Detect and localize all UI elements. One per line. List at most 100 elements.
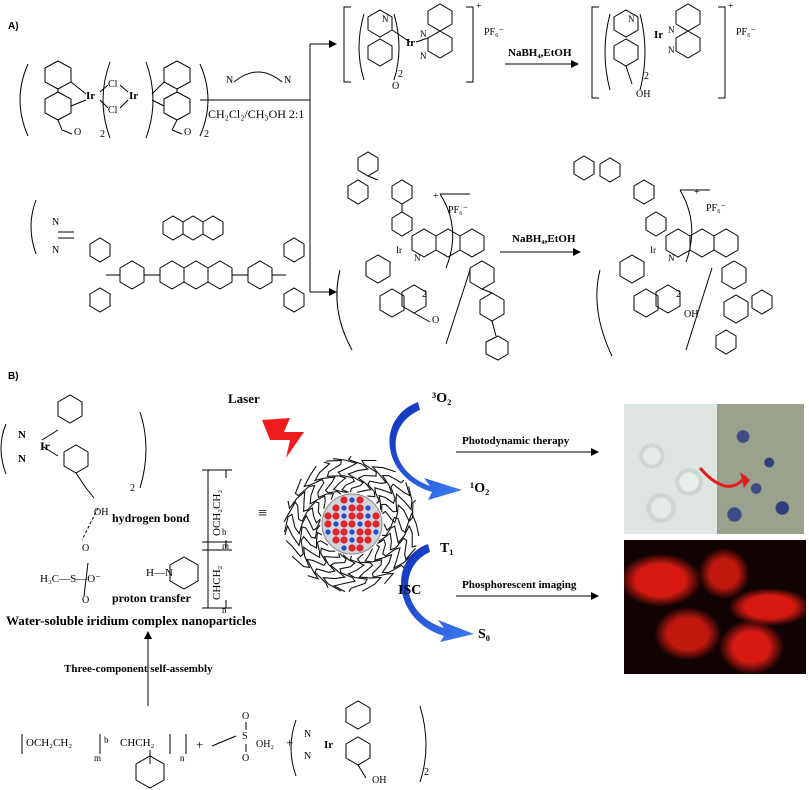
complex1-n1: N bbox=[382, 14, 389, 24]
core-atom-red bbox=[356, 504, 364, 512]
product2-ir: Ir bbox=[650, 245, 656, 255]
dimer-o2: O bbox=[184, 127, 192, 138]
product2-sub: 2 bbox=[676, 289, 681, 300]
polymer-chain bbox=[383, 511, 420, 537]
complex1-n3: N bbox=[420, 51, 427, 61]
proton-transfer-label: proton transfer bbox=[112, 591, 191, 605]
core-atom-red bbox=[356, 496, 364, 504]
core-atom-red bbox=[364, 520, 372, 528]
bottom-plus1: + bbox=[196, 737, 204, 752]
ligand-arc bbox=[233, 71, 283, 83]
laser-label: Laser bbox=[228, 391, 260, 406]
core-atom-blue bbox=[357, 521, 363, 527]
dimer-o1: O bbox=[74, 127, 82, 138]
core-atom-blue bbox=[365, 513, 371, 519]
t1-label: T₁ bbox=[440, 541, 454, 556]
equals-n2: N bbox=[52, 245, 60, 256]
dimer-sub2: 2 bbox=[204, 129, 209, 140]
isc-arrow-icon bbox=[401, 544, 474, 642]
product1-sub: 2 bbox=[644, 71, 649, 82]
core-atom-red bbox=[332, 536, 340, 544]
core-atom-red bbox=[332, 528, 340, 536]
polymer-vinyl-label: CHCH₂ bbox=[211, 565, 223, 600]
hydrogen-bond-line bbox=[81, 507, 99, 541]
core-atom-blue bbox=[365, 505, 371, 511]
core-atom-blue bbox=[349, 529, 355, 535]
core-atom-blue bbox=[373, 529, 379, 535]
laser-bolt-icon bbox=[262, 418, 304, 458]
o2-conversion-arrow-icon bbox=[389, 402, 462, 500]
bottom-oh: OH bbox=[372, 775, 387, 786]
polymer-chain bbox=[322, 553, 347, 592]
polymer-chain bbox=[332, 458, 358, 493]
pyridinium-ring bbox=[169, 556, 199, 590]
polymer-chain bbox=[347, 455, 370, 493]
pdt-label: Photodynamic therapy bbox=[462, 435, 570, 447]
complex2-anion: PF₆⁻ bbox=[448, 205, 468, 216]
phosphorescent-image bbox=[624, 540, 806, 674]
core-atom-red bbox=[340, 520, 348, 528]
complex1-o: O bbox=[392, 81, 400, 92]
nanoparticle-title: Water-soluble iridium complex nanopartic… bbox=[6, 613, 257, 628]
polymer-b-label: b bbox=[222, 527, 227, 537]
imaging-label: Phosphorescent imaging bbox=[462, 579, 577, 591]
polymer-chain bbox=[347, 555, 368, 593]
polymer-chain bbox=[356, 459, 377, 493]
core-atom-red bbox=[340, 536, 348, 544]
bottom-acid-s: S bbox=[242, 731, 248, 742]
bottom-acid-oh: OH₂ bbox=[256, 739, 274, 750]
complex1-n2: N bbox=[420, 29, 427, 39]
polymer-chain bbox=[306, 547, 336, 580]
equals-n1: N bbox=[52, 217, 60, 228]
core-atom-blue bbox=[333, 521, 339, 527]
pyridinium-label: H—N bbox=[146, 567, 173, 579]
core-atom-red bbox=[372, 512, 380, 520]
core-atom-blue bbox=[349, 497, 355, 503]
polymer-chain bbox=[374, 544, 405, 574]
acid-s-bonds bbox=[83, 562, 89, 597]
core-atom-red bbox=[348, 520, 356, 528]
polymer-chain bbox=[356, 553, 383, 592]
dimer-ir1: Ir bbox=[86, 90, 96, 102]
polymer-chain bbox=[377, 538, 414, 570]
core-atom-red bbox=[340, 496, 348, 504]
polymer-chain bbox=[381, 486, 413, 513]
core-atom-red bbox=[324, 512, 332, 520]
core-atom-red bbox=[356, 536, 364, 544]
complex1-anion: PF₆⁻ bbox=[484, 27, 504, 38]
reagent1-label: NaBH₄,EtOH bbox=[508, 47, 572, 59]
core-atom-blue bbox=[341, 513, 347, 519]
core-atom-red bbox=[332, 504, 340, 512]
b-complex-n2: N bbox=[18, 453, 26, 465]
core-atom-red bbox=[356, 528, 364, 536]
core-atom-red bbox=[356, 544, 364, 552]
core-atom-red bbox=[348, 544, 356, 552]
ligand-n2: N bbox=[284, 75, 292, 86]
pdt-stained-micrograph bbox=[717, 404, 804, 534]
polymer-chain bbox=[294, 478, 326, 509]
core-atom-red bbox=[364, 536, 372, 544]
polymer-chain bbox=[287, 490, 322, 517]
bottom-acid-o2: O bbox=[242, 753, 250, 764]
polymer-chain bbox=[378, 482, 411, 510]
polymer-chain bbox=[374, 474, 405, 504]
dimer-cl1: Cl bbox=[108, 79, 118, 90]
b-complex-sub: 2 bbox=[130, 483, 135, 494]
solvent-label: CH₂Cl₂/CH₃OH 2:1 bbox=[208, 107, 305, 121]
assembly-label: Three-component self-assembly bbox=[64, 663, 213, 675]
product1-n2: N bbox=[668, 25, 675, 35]
polymer-chain bbox=[378, 532, 416, 561]
complex2-structure bbox=[336, 151, 509, 361]
polymer-m-label: m bbox=[222, 541, 230, 551]
b-complex-ir: Ir bbox=[40, 439, 50, 453]
bottom-n: n bbox=[180, 753, 185, 763]
b-complex-oh: OH bbox=[94, 507, 109, 518]
polymer-chain bbox=[283, 513, 321, 535]
dimer-cl2: Cl bbox=[108, 105, 118, 116]
ligand-n1: N bbox=[226, 75, 234, 86]
bottom-ir-n2: N bbox=[304, 751, 312, 762]
core-atom-red bbox=[356, 512, 364, 520]
nanoparticle bbox=[283, 455, 420, 593]
